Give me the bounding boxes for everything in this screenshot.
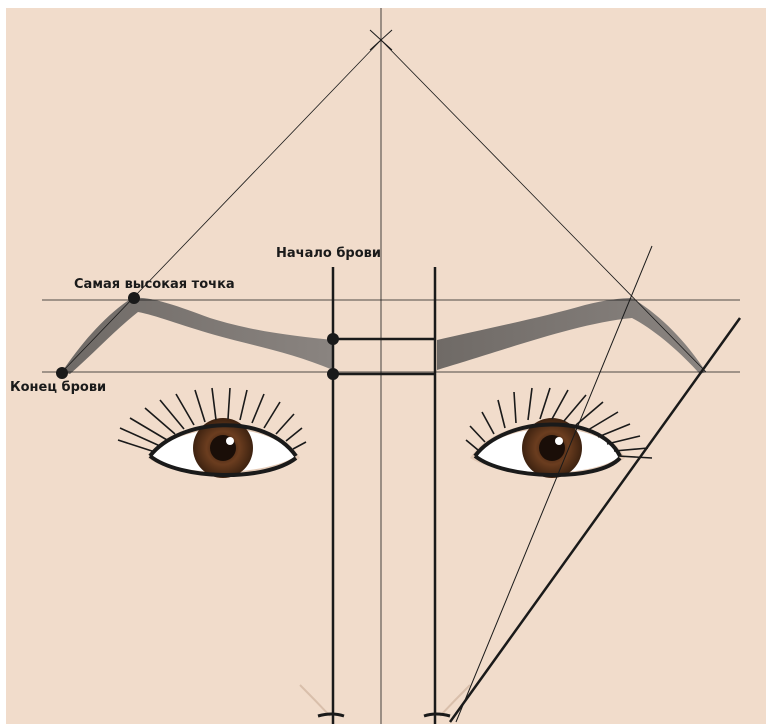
brow-end-marker [56,367,68,379]
highest-point-marker [128,292,140,304]
highest-point-label: Самая высокая точка [74,278,235,291]
brow-end-label: Конец брови [10,381,106,394]
skin-background [6,8,766,724]
brow-start-top-marker [327,333,339,345]
brow-start-bottom-marker [327,368,339,380]
brow-start-label: Начало брови [276,247,381,260]
